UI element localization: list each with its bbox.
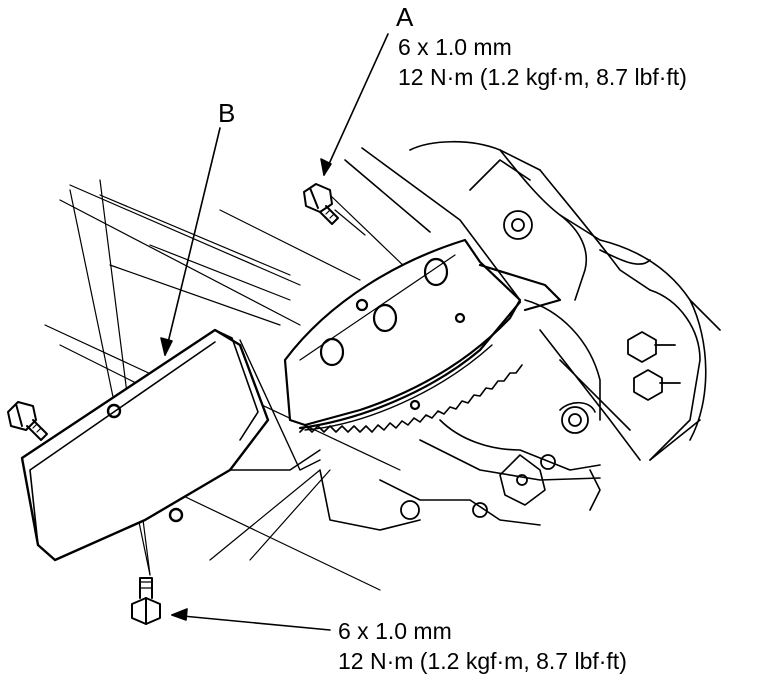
callout-a-letter: A xyxy=(396,2,414,32)
bolt-a xyxy=(303,183,339,225)
bolt-left xyxy=(7,401,48,441)
lower-bolt-torque: 12 N·m (1.2 kgf·m, 8.7 lbf·ft) xyxy=(338,648,627,674)
housing-bosses xyxy=(400,210,681,520)
callout-a-size: 6 x 1.0 mm xyxy=(398,34,512,60)
callout-a-torque: 12 N·m (1.2 kgf·m, 8.7 lbf·ft) xyxy=(398,64,687,90)
lower-bolt-size: 6 x 1.0 mm xyxy=(338,618,452,644)
callout-b-letter: B xyxy=(218,98,236,128)
transmission-housing xyxy=(319,140,721,531)
bolt-lower xyxy=(131,577,161,625)
cover-plate-b xyxy=(20,328,321,562)
callout-arrows xyxy=(160,33,389,631)
ring-gear-cover xyxy=(283,238,562,433)
